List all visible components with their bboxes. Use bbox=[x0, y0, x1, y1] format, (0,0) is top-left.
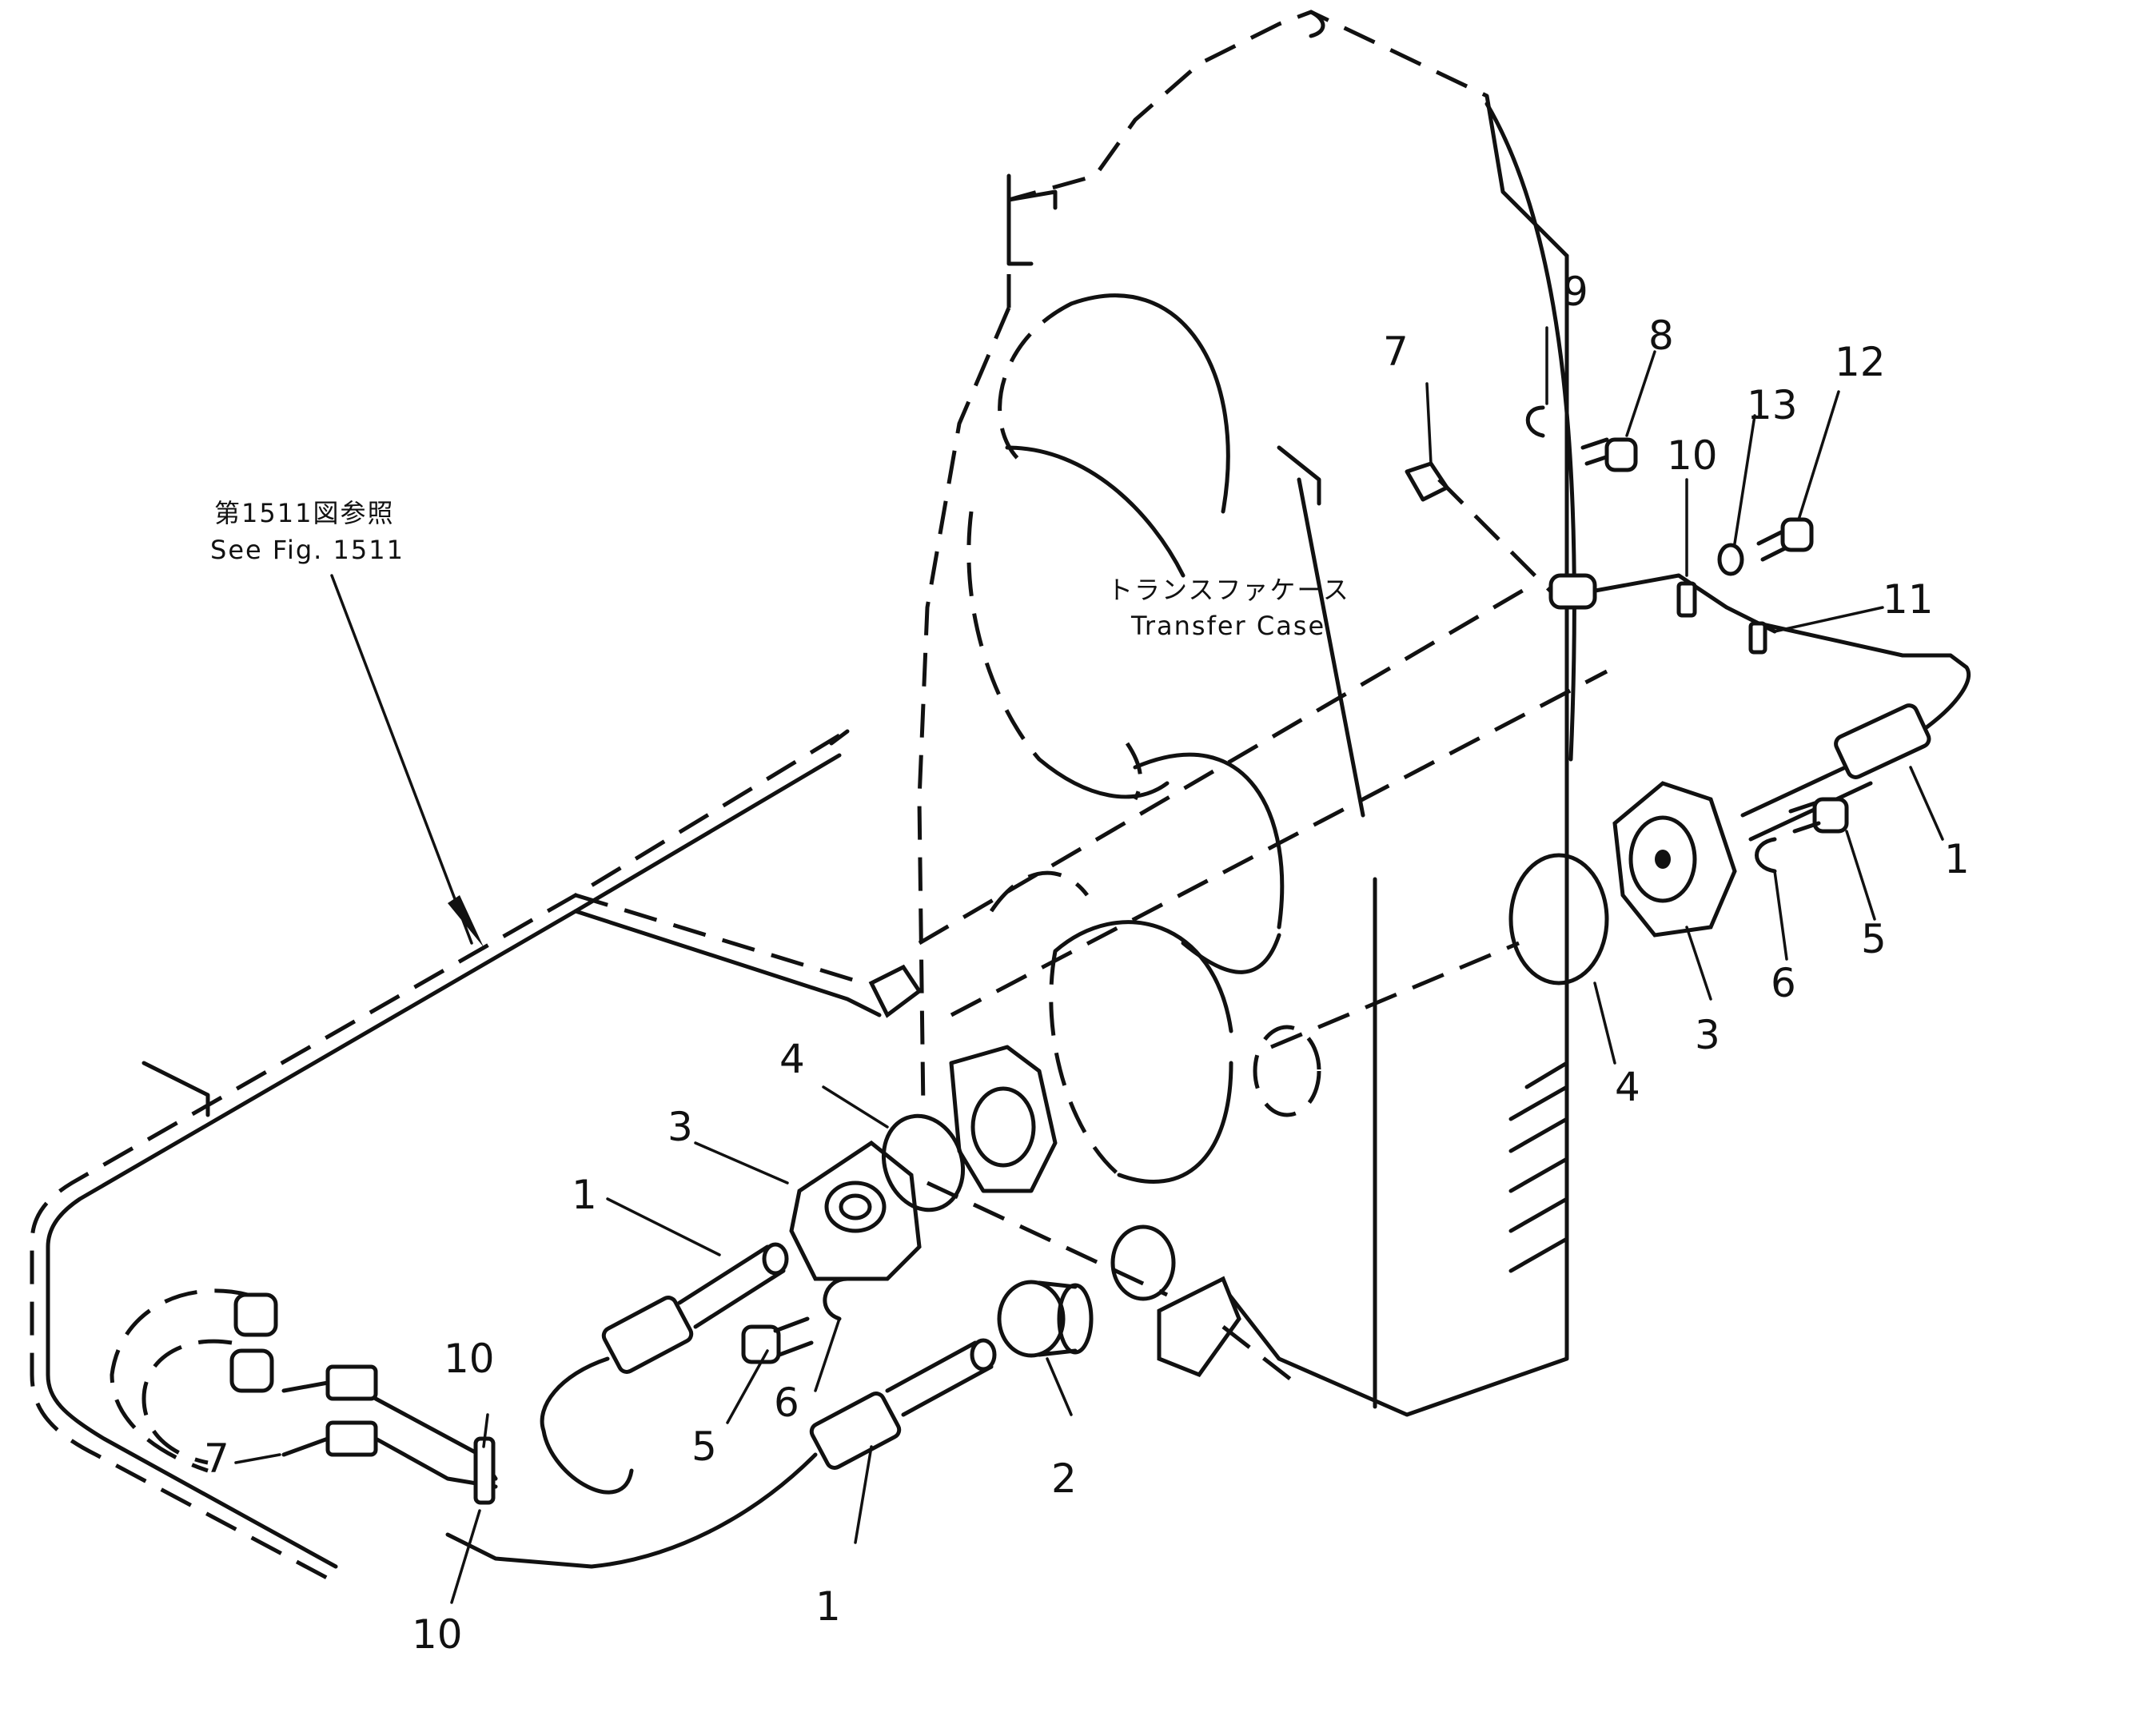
washer-13 bbox=[1717, 543, 1744, 576]
clip-7-right bbox=[1405, 461, 1449, 502]
clip-9 bbox=[1525, 405, 1545, 438]
callout-12: 12 bbox=[1835, 339, 1886, 385]
reference-caption-jp: 第1511図参照 bbox=[214, 498, 395, 528]
fitting-leader bbox=[1221, 1325, 1297, 1384]
callout-10-left-upper: 10 bbox=[444, 1336, 495, 1382]
alignment-line-lower bbox=[1270, 941, 1520, 1049]
callout-11: 11 bbox=[1883, 576, 1934, 623]
speed-sensor-left-lower bbox=[809, 1338, 997, 1470]
case-label-en: Transfer Case bbox=[1131, 611, 1326, 641]
callout-2: 2 bbox=[1051, 1455, 1077, 1502]
washer-right bbox=[1755, 837, 1777, 874]
callout-3-right: 3 bbox=[1695, 1012, 1720, 1058]
wiring-harness-right bbox=[1437, 478, 1777, 655]
bolt-right bbox=[1788, 797, 1849, 834]
callout-8: 8 bbox=[1648, 313, 1674, 359]
callout-4-right: 4 bbox=[1615, 1064, 1640, 1110]
callout-6-right: 6 bbox=[1771, 960, 1796, 1006]
washer-left bbox=[823, 1276, 850, 1321]
callout-3-left: 3 bbox=[668, 1104, 693, 1150]
cover-plate-right bbox=[1612, 781, 1737, 938]
alignment-line-upper bbox=[918, 581, 1536, 946]
elbow-fitting bbox=[1110, 1224, 1241, 1378]
callout-7-right: 7 bbox=[1383, 328, 1409, 375]
speed-sensor-right bbox=[1740, 621, 1971, 842]
case-label-jp: トランスファケース bbox=[1107, 575, 1350, 605]
plug-2 bbox=[997, 1280, 1094, 1358]
alignment-line-middle bbox=[950, 669, 1608, 1017]
callout-1-left-upper: 1 bbox=[572, 1172, 597, 1218]
wiring-harness bbox=[30, 729, 923, 1585]
callout-5-right: 5 bbox=[1861, 916, 1887, 962]
bolt-8 bbox=[1580, 437, 1638, 472]
reference-caption-en: See Fig. 1511 bbox=[210, 535, 404, 565]
callout-6-left: 6 bbox=[774, 1380, 799, 1426]
gasket-left bbox=[949, 1045, 1058, 1193]
cover-plate-left bbox=[789, 1140, 922, 1281]
callout-1-left-lower: 1 bbox=[815, 1583, 841, 1630]
sensor-leads-left bbox=[281, 1356, 818, 1569]
callout-5-left: 5 bbox=[691, 1423, 717, 1470]
o-ring-right bbox=[1508, 853, 1609, 985]
callout-13: 13 bbox=[1747, 382, 1798, 428]
callout-10-left-lower: 10 bbox=[412, 1611, 463, 1658]
callout-10-right: 10 bbox=[1667, 432, 1718, 479]
leader-lines bbox=[234, 326, 1944, 1604]
alignment-line-bottom bbox=[926, 1181, 1169, 1297]
callout-4-left: 4 bbox=[779, 1036, 805, 1082]
bolt-left bbox=[741, 1316, 814, 1364]
transfer-case-housing bbox=[917, 10, 1576, 1417]
speed-sensor-left-upper bbox=[601, 1242, 789, 1374]
callout-9: 9 bbox=[1563, 269, 1588, 315]
callout-1-right: 1 bbox=[1944, 836, 1970, 882]
callout-7-left: 7 bbox=[204, 1435, 229, 1482]
bolt-12 bbox=[1756, 517, 1814, 562]
